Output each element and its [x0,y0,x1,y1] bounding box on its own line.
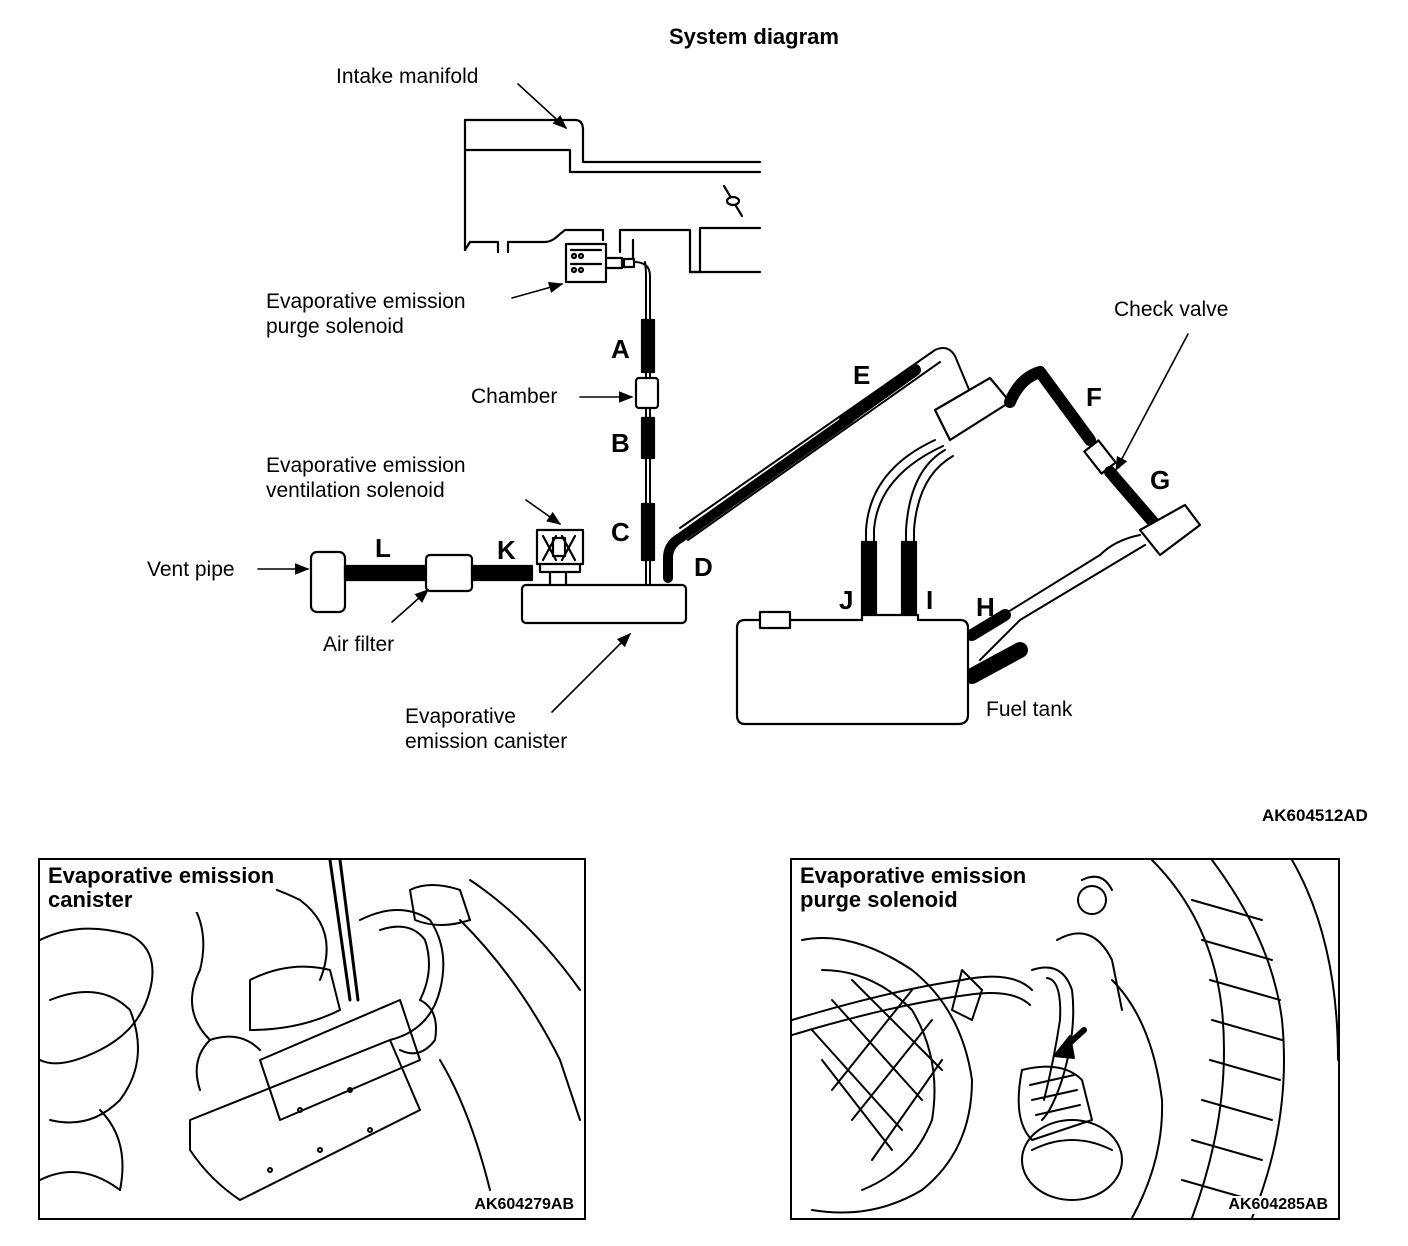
hose-label-f: F [1086,382,1102,412]
label-purge-solenoid: Evaporative emission purge solenoid [266,290,466,338]
system-diagram [257,83,1202,726]
purge-solenoid-icon [564,242,636,284]
air-filter-icon [424,553,474,593]
hose-label-e: E [853,360,871,390]
photo-canister: Evaporative emission canister AK604279AB [38,858,586,1220]
hose-label-k: K [497,535,516,565]
canister-icon [520,583,688,625]
page-title: System diagram [669,24,839,49]
photo-code-canister: AK604279AB [472,1196,576,1214]
photo-purge-solenoid: Evaporative emission purge solenoid AK60… [790,858,1340,1220]
hose-label-c: C [611,517,630,547]
figure-code: AK604512AD [1262,806,1368,825]
throttle-valve-icon [722,184,744,218]
photo-caption-purge-solenoid: Evaporative emission purge solenoid [798,863,1029,912]
vent-pipe-icon [309,550,347,614]
hose-label-b: B [611,428,630,458]
canister-photo-illustration [40,860,581,1201]
label-chamber: Chamber [471,385,558,408]
label-fuel-tank: Fuel tank [986,698,1073,721]
hose-label-d: D [694,552,713,582]
label-canister: Evaporative emission canister [405,705,568,753]
fuel-tank-icon [735,613,970,726]
photo-caption-canister: Evaporative emission canister [46,863,277,912]
label-air-filter: Air filter [323,633,395,656]
label-ventilation-solenoid: Evaporative emission ventilation solenoi… [266,454,466,502]
label-intake-manifold: Intake manifold [336,65,479,88]
photo-code-purge-solenoid: AK604285AB [1226,1196,1330,1214]
hose-label-i: I [926,585,934,615]
hose-label-h: H [976,592,995,622]
label-vent-pipe: Vent pipe [147,558,235,581]
hose-label-l: L [375,533,391,563]
ventilation-solenoid-icon [535,528,585,587]
hose-label-a: A [611,334,630,364]
chamber-icon [634,376,660,410]
label-check-valve: Check valve [1114,298,1229,321]
intake-manifold [463,118,762,274]
purge-solenoid-photo-illustration [792,860,1338,1218]
hose-label-j: J [839,585,854,615]
hose-label-g: G [1150,465,1171,495]
